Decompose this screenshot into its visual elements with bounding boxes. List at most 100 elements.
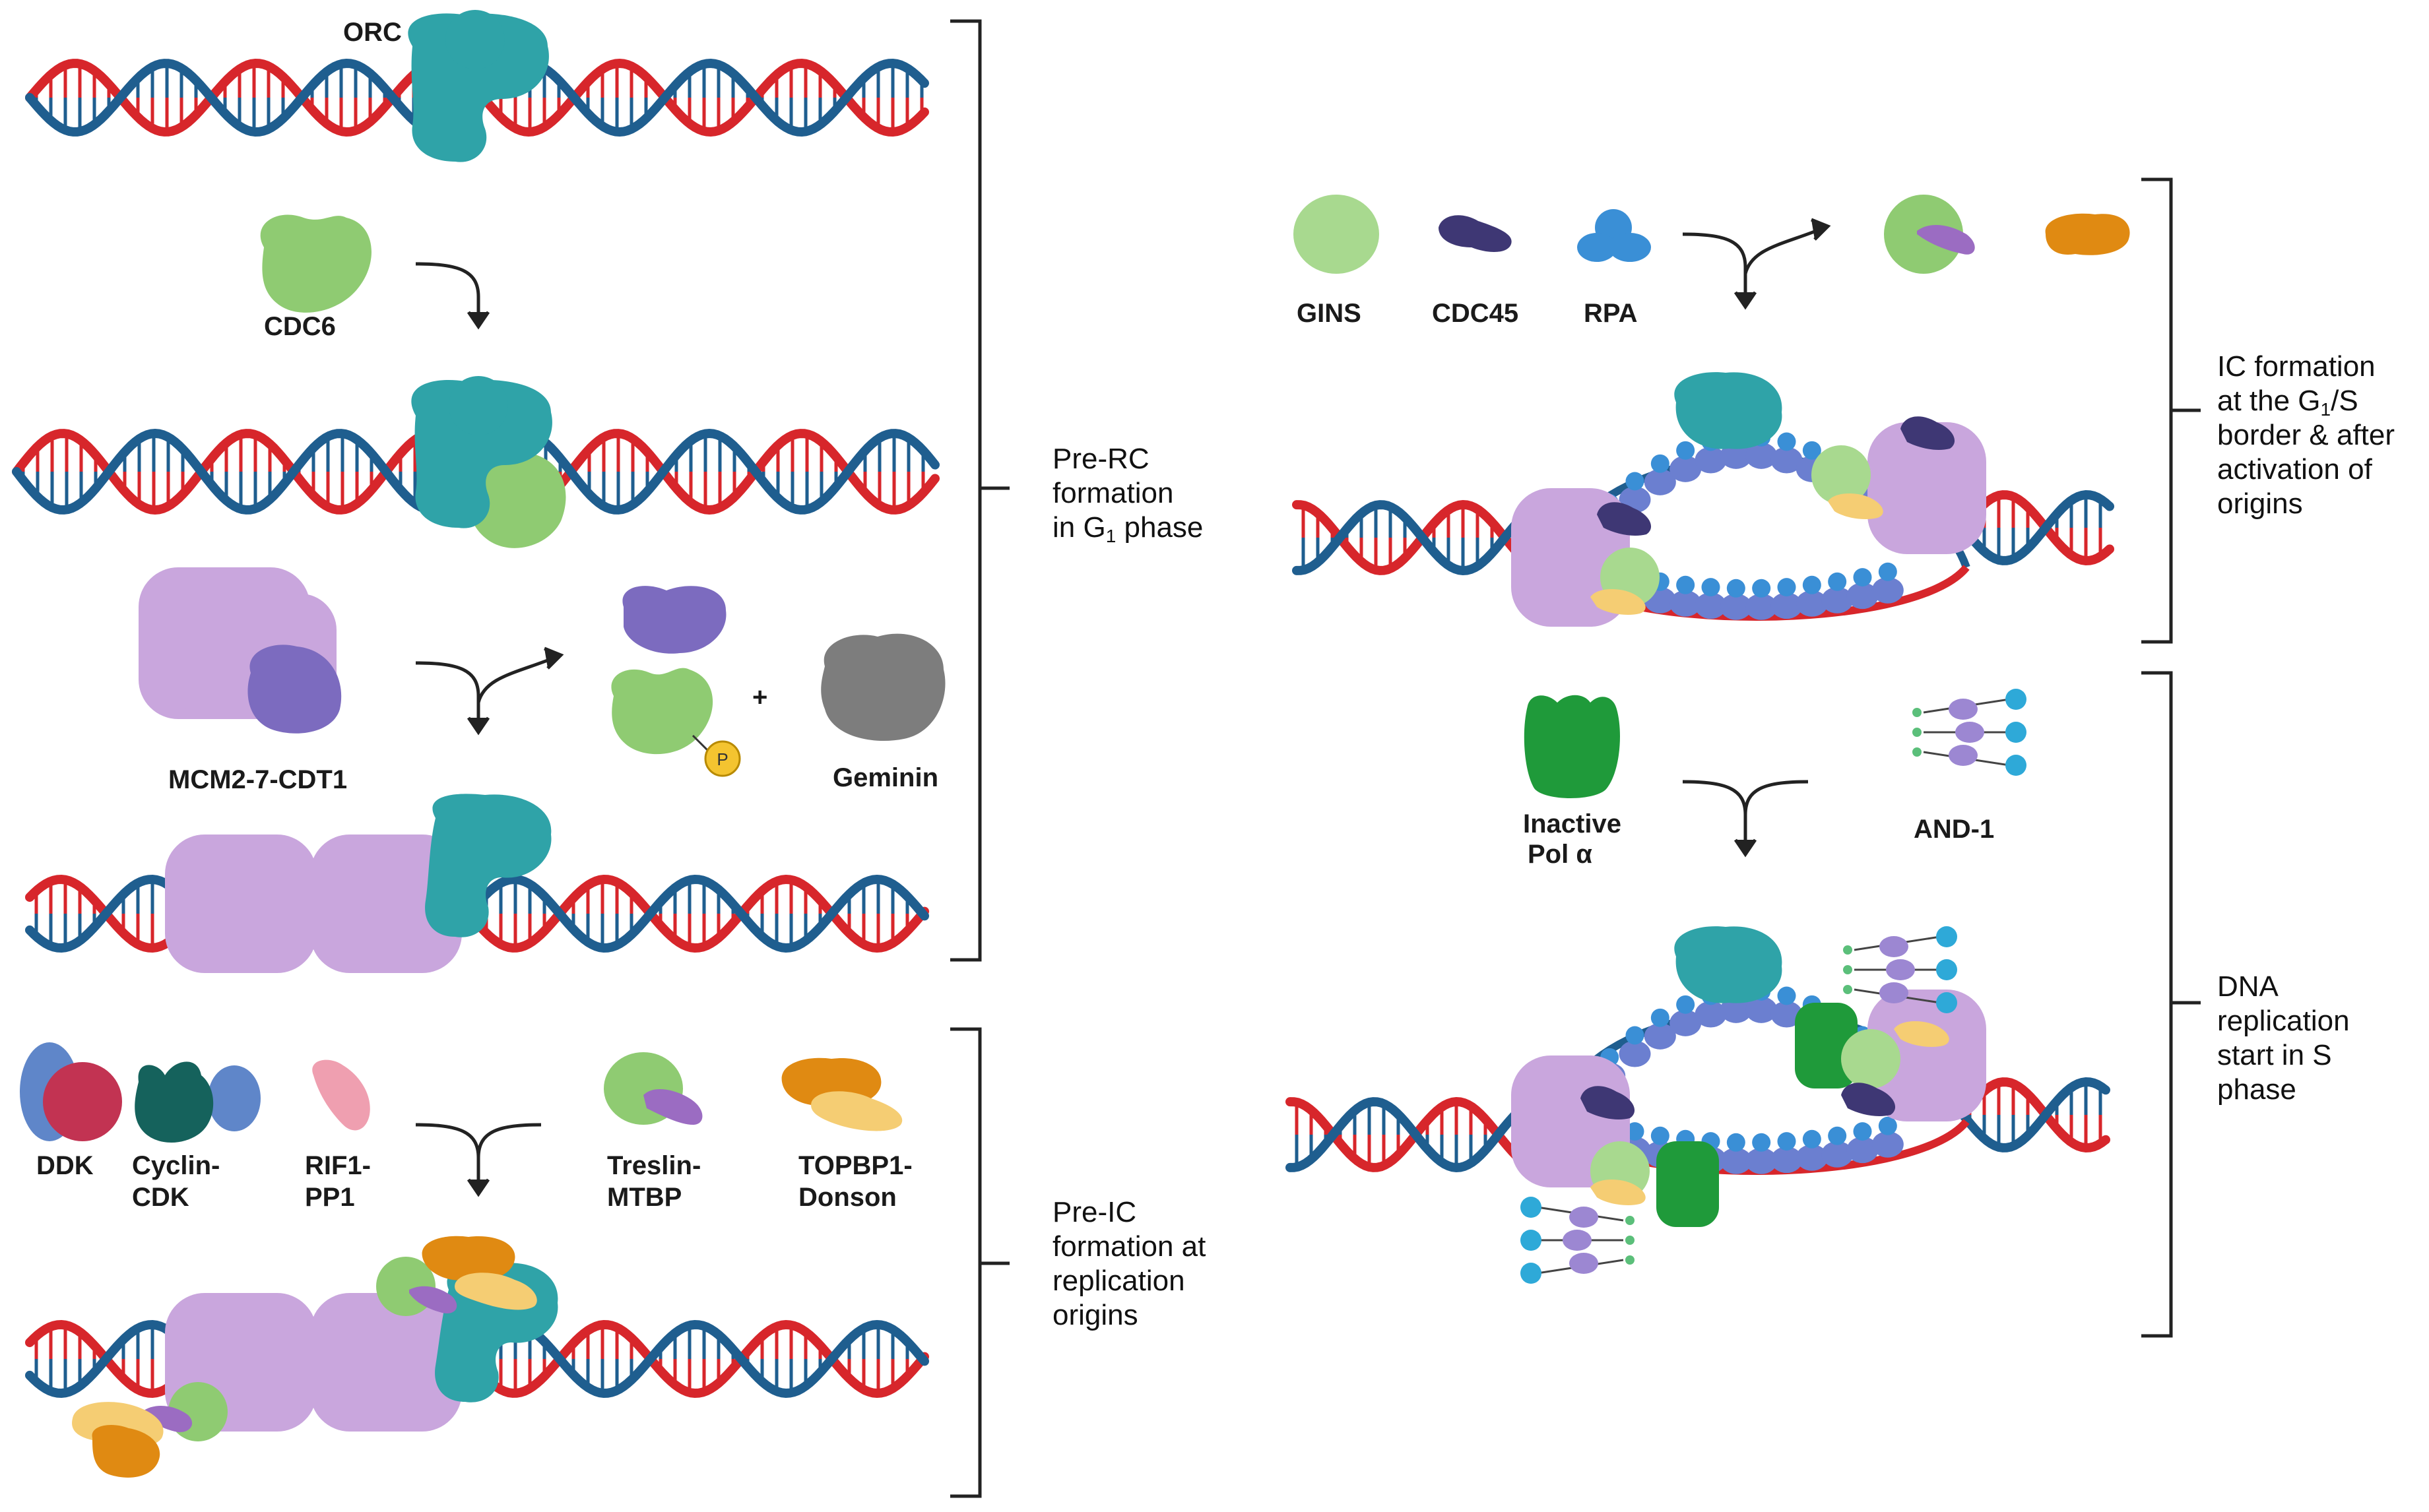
rpa-bead-icon [1676, 995, 1695, 1014]
and1-icon [1912, 689, 2026, 776]
and1-bead-icon [1936, 992, 1957, 1013]
and1-domain-icon [1563, 1230, 1592, 1251]
stage-text-line: at the G1/S [2217, 385, 2358, 420]
reaction-arrows [415, 218, 1831, 1197]
stage-label-dna-replication: DNA replication start in S phase [2217, 970, 2350, 1106]
reaction-arrow-icon [1682, 780, 1809, 858]
orc-complex-row1 [408, 10, 549, 162]
rpa-bead-icon [1644, 1023, 1676, 1050]
and1-domain-icon [1955, 722, 1984, 743]
phosphate-icon [704, 740, 741, 777]
stage-text-line: DNA [2217, 970, 2279, 1003]
rpa-bead-icon [1726, 579, 1745, 598]
rpa-bead-icon [1695, 1001, 1727, 1028]
mcm-label: MCM2-7-CDT1 [168, 765, 347, 794]
rpa-bead-icon [1745, 996, 1778, 1023]
rpa-bead-icon [1701, 578, 1720, 597]
stage-bracket-pre-ic [950, 1027, 1010, 1498]
gins-label: GINS [1297, 299, 1361, 328]
rpa-bead-icon [1777, 578, 1796, 597]
stage-bracket-ic [2141, 177, 2201, 644]
donson-bound-icon [1894, 1021, 1949, 1047]
and1-bead-icon [2005, 722, 2026, 743]
phosphate-label: P [717, 749, 728, 769]
rpa-bead-icon [1720, 1147, 1752, 1174]
and1-bead-icon [2005, 689, 2026, 710]
rpa-bead-icon [1745, 593, 1778, 620]
and1-tip-icon [1843, 985, 1852, 994]
cdc45-bound-icon [1900, 416, 1955, 450]
and1-domain-icon [1949, 745, 1978, 766]
donson-bound-icon [1590, 1180, 1646, 1205]
rpa-bead-icon [1745, 442, 1778, 469]
cdk-subunit-icon [208, 1065, 261, 1131]
treslin-mtbp-released [1884, 195, 1975, 274]
rpa-subunit-icon [1609, 233, 1651, 262]
rpa-bead-icon [1669, 590, 1702, 617]
rpa-bead-icon [1821, 586, 1854, 614]
rpa-bead-icon [1770, 592, 1803, 619]
pol-alpha-label-line2: Pol α [1528, 840, 1592, 869]
rpa-bead-icon [1669, 1009, 1702, 1036]
rpa-bead-icon [1802, 441, 1821, 460]
rpa-bead-icon [1669, 455, 1702, 482]
rpa-bead-icon [1720, 442, 1752, 469]
and1-bead-icon [1520, 1197, 1541, 1218]
stage-text-line: origins [1053, 1299, 1138, 1331]
stage-text-line: Pre-IC [1053, 1196, 1136, 1228]
rpa-bead-icon [1770, 1001, 1803, 1028]
pol-alpha-active-icon [1656, 1141, 1719, 1227]
rpa-bead-icon [1878, 1116, 1897, 1135]
rpa-bead-icon [1802, 1129, 1821, 1149]
rpa-bead-icon [1650, 454, 1669, 473]
orc-lobe-icon [445, 10, 505, 69]
rpa-label: RPA [1584, 299, 1637, 328]
stage-text-line: origins [2217, 488, 2303, 520]
geminin-label: Geminin [833, 763, 938, 792]
rpa-bead-icon [1720, 593, 1752, 620]
stage-text-line: in G1 phase [1053, 511, 1203, 546]
stage-text-line: border & after [2217, 419, 2395, 451]
rpa-bead-icon [1726, 1133, 1745, 1152]
and1-tip-icon [1625, 1255, 1635, 1265]
treslin-label-line2: MTBP [607, 1183, 682, 1212]
dna-strand-icon [1959, 490, 2114, 566]
rpa-bead-icon [1625, 1026, 1644, 1045]
stage-text-line: IC formation [2217, 350, 2376, 383]
gins-bound-icon [1811, 445, 1871, 505]
topbp1-bound-icon [92, 1425, 160, 1478]
dna-strand-icon [1959, 1077, 2110, 1153]
and1-tip-icon [1912, 747, 1922, 757]
gins-icon [1293, 195, 1379, 274]
cdc45-bound-icon [1597, 502, 1652, 536]
reaction-arrow-icon [415, 1123, 542, 1197]
ddk-red-subunit-icon [43, 1062, 122, 1141]
rpa-bead-icon [1846, 1137, 1879, 1164]
cdc6-icon [260, 214, 372, 313]
cdc45-bound-icon [1580, 1086, 1635, 1119]
stage-text-line: phase [2217, 1073, 2296, 1106]
cdt1-icon [247, 645, 342, 734]
stage-text-line: activation of [2217, 453, 2373, 486]
orc-label: ORC [343, 18, 402, 47]
dna-helix-icon [1959, 1077, 2110, 1153]
and1-domain-icon [1886, 959, 1915, 980]
rpa-bead-icon [1828, 572, 1847, 591]
stage-label-pre-rc: Pre-RC formation in G1 phase [1053, 443, 1203, 546]
cdc6-released-icon [611, 668, 713, 755]
and1-domain-icon [1879, 982, 1908, 1003]
rpa-bead-icon [1644, 468, 1676, 495]
stage-text-line: formation [1053, 477, 1173, 509]
dna-strand-icon [1959, 489, 2114, 565]
topbp1-label-line2: Donson [798, 1183, 897, 1212]
stage-text-line: formation at [1053, 1230, 1206, 1263]
rpa-bead-icon [1720, 996, 1752, 1023]
replication-bubble-complex [1511, 926, 1986, 1284]
geminin-icon [821, 633, 946, 741]
topbp1-donson-complex [781, 1057, 903, 1131]
rpa-bead-icon [1752, 1133, 1771, 1152]
orc-bound-icon [411, 379, 552, 528]
donson-bound-icon [1590, 589, 1646, 615]
and1-tip-icon [1843, 945, 1852, 955]
